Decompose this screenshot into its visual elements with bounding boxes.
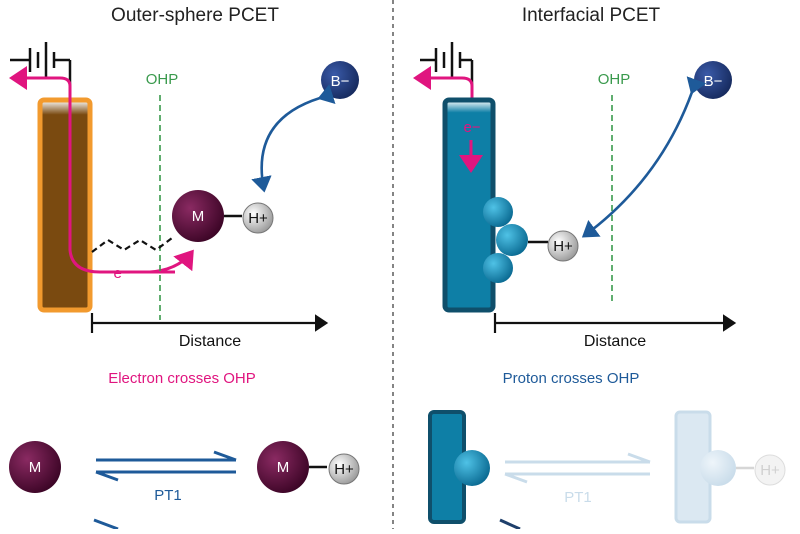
surface-site-faded <box>700 450 736 486</box>
proton-label: H+ <box>553 238 573 255</box>
base-label: B− <box>704 73 723 90</box>
metal-label: M <box>192 208 205 225</box>
pt-label: PT1 <box>154 487 182 504</box>
battery-icon <box>420 42 474 100</box>
electron-arrow-to-metal <box>149 249 194 274</box>
right-panel: Interfacial PCET e− OHP H+ <box>413 5 737 387</box>
surface-site-icon <box>454 450 490 486</box>
metal-label: M <box>277 459 290 476</box>
electron-path <box>68 100 175 274</box>
electron-label: e− <box>463 119 480 136</box>
right-panel-title: Interfacial PCET <box>522 5 661 26</box>
electrode-orange <box>37 97 93 313</box>
arrow-left-icon <box>413 66 474 100</box>
ohp-label: OHP <box>598 71 631 88</box>
left-caption: Electron crosses OHP <box>108 370 256 387</box>
reverse-arrow-head <box>504 472 528 484</box>
bottom-left-equilibrium: M PT1 M H+ <box>9 441 360 531</box>
ohp-label: OHP <box>146 71 179 88</box>
proton-label: H+ <box>760 462 780 479</box>
proton-transfer-arrow <box>581 76 707 238</box>
proton-label: H+ <box>334 461 354 478</box>
forward-arrow-head <box>627 452 651 464</box>
distance-label: Distance <box>179 333 241 350</box>
proton-icon: H+ <box>547 230 579 262</box>
left-panel: Outer-sphere PCET e− OHP M <box>9 5 359 387</box>
pt-label: PT1 <box>564 489 592 506</box>
arrow-left-icon <box>9 66 72 100</box>
base-icon: B− <box>321 61 359 99</box>
proton-label: H+ <box>248 210 268 227</box>
base-label: B− <box>331 73 350 90</box>
proton-transfer-arrow <box>251 84 336 193</box>
tail-arrow <box>93 518 119 531</box>
left-panel-title: Outer-sphere PCET <box>111 5 279 26</box>
electron-label: e− <box>113 265 130 282</box>
right-caption: Proton crosses OHP <box>503 370 640 387</box>
metal-complex-icon: M <box>257 441 309 493</box>
tail-arrow <box>499 518 521 531</box>
metal-complex-icon: M <box>172 190 224 242</box>
base-icon: B− <box>694 61 732 99</box>
proton-icon: H+ <box>328 453 360 485</box>
forward-arrow-head <box>213 450 237 462</box>
battery-icon <box>10 42 72 100</box>
metal-complex-icon: M <box>9 441 61 493</box>
proton-icon: H+ <box>754 454 786 486</box>
reverse-arrow-head <box>95 470 119 482</box>
metal-label: M <box>29 459 42 476</box>
distance-label: Distance <box>584 333 646 350</box>
bottom-right-equilibrium: PT1 H+ <box>428 410 786 531</box>
proton-icon: H+ <box>242 202 274 234</box>
surface-site-icon <box>483 197 528 283</box>
